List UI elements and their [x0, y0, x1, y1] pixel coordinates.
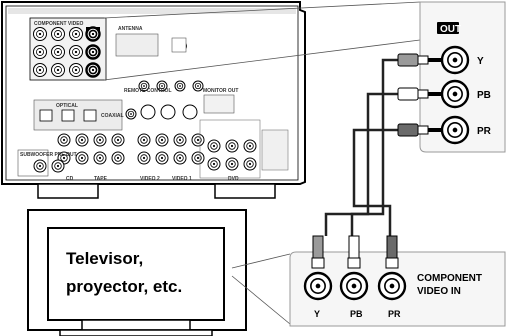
receiver-subwoofer-jack	[34, 160, 46, 172]
television: Televisor, proyector, etc.	[28, 210, 246, 336]
receiver-dvd-jack	[208, 158, 220, 170]
receiver-cv-jack	[52, 46, 65, 59]
receiver-cv-jack	[34, 28, 47, 41]
input-jack-pr	[379, 273, 405, 299]
cables	[326, 60, 413, 236]
input-plug-y	[312, 236, 324, 268]
receiver-cv-out-jack	[87, 64, 100, 77]
out-jack-label: Y	[477, 56, 484, 67]
coaxial-label: COAXIAL	[101, 113, 124, 119]
input-jack-label: Y	[314, 309, 320, 319]
antenna-label: ANTENNA	[118, 26, 143, 32]
receiver-audio-jack	[76, 152, 88, 164]
tape-label: TAPE	[94, 176, 108, 182]
optical-label: OPTICAL	[56, 103, 78, 109]
receiver-audio-jack	[156, 134, 168, 146]
receiver-audio-jack	[156, 152, 168, 164]
input-jack-label: PR	[388, 309, 401, 319]
out-badge: OUT	[440, 24, 461, 35]
tv-label-line2: proyector, etc.	[66, 277, 182, 296]
receiver-audio-jack	[76, 134, 88, 146]
receiver-cv-jack	[70, 28, 83, 41]
video1-label: VIDEO 1	[172, 176, 192, 182]
receiver-audio-jack	[112, 134, 124, 146]
input-title-line1: COMPONENT	[417, 273, 482, 284]
remote-label: REMOTE CONTROL	[124, 88, 172, 94]
receiver-audio-jack	[174, 134, 186, 146]
cable-y	[326, 60, 413, 236]
out-jack-y	[442, 47, 468, 73]
receiver-subwoofer-jack	[52, 160, 64, 172]
receiver-cv-jack	[34, 46, 47, 59]
receiver-video-jack	[175, 81, 185, 91]
receiver-cv-jack	[70, 46, 83, 59]
receiver-audio-jack	[112, 152, 124, 164]
input-plug-pr	[386, 236, 398, 268]
receiver-cv-out-jack	[87, 46, 100, 59]
out-jack-pr	[442, 117, 468, 143]
component-video-label: COMPONENT VIDEO	[34, 21, 84, 27]
receiver-video-jack	[193, 81, 203, 91]
receiver-audio-jack	[138, 152, 150, 164]
receiver-dvd-jack	[208, 140, 220, 152]
input-jack-label: PB	[350, 309, 363, 319]
receiver-audio-jack	[94, 152, 106, 164]
receiver-cv-jack	[52, 28, 65, 41]
out-jack-pb	[442, 81, 468, 107]
receiver-cv-out-jack	[87, 28, 100, 41]
receiver-audio-jack	[138, 134, 150, 146]
receiver-cv-jack	[34, 64, 47, 77]
receiver-cv-jack	[52, 64, 65, 77]
receiver-audio-jack	[192, 152, 204, 164]
subwoofer-label: SUBWOOFER PRE OUT	[20, 152, 77, 158]
input-plug-pb	[348, 236, 360, 268]
receiver-dvd-jack	[244, 140, 256, 152]
receiver-dvd-jack	[244, 158, 256, 170]
receiver-svideo-jack	[141, 105, 155, 119]
out-jack-label: PR	[477, 126, 492, 137]
tv-label-line1: Televisor,	[66, 249, 143, 268]
video2-label: VIDEO 2	[140, 176, 160, 182]
dvd-label: DVD	[228, 176, 239, 182]
receiver-audio-jack	[58, 134, 70, 146]
input-jack-y	[305, 273, 331, 299]
receiver-cv-jack	[70, 64, 83, 77]
receiver-remote-jack	[126, 109, 136, 119]
monitor-out-label: MONITOR OUT	[203, 88, 238, 94]
receiver-audio-jack	[174, 152, 186, 164]
receiver-svideo-jack	[161, 105, 175, 119]
receiver-audio-jack	[94, 134, 106, 146]
receiver-dvd-jack	[226, 158, 238, 170]
cd-label: CD	[66, 176, 74, 182]
receiver-dvd-jack	[226, 140, 238, 152]
input-title-line2: VIDEO IN	[417, 286, 461, 297]
input-jack-pb	[341, 273, 367, 299]
out-jack-label: PB	[477, 90, 491, 101]
receiver-svideo-jack	[183, 105, 197, 119]
receiver-audio-jack	[192, 134, 204, 146]
